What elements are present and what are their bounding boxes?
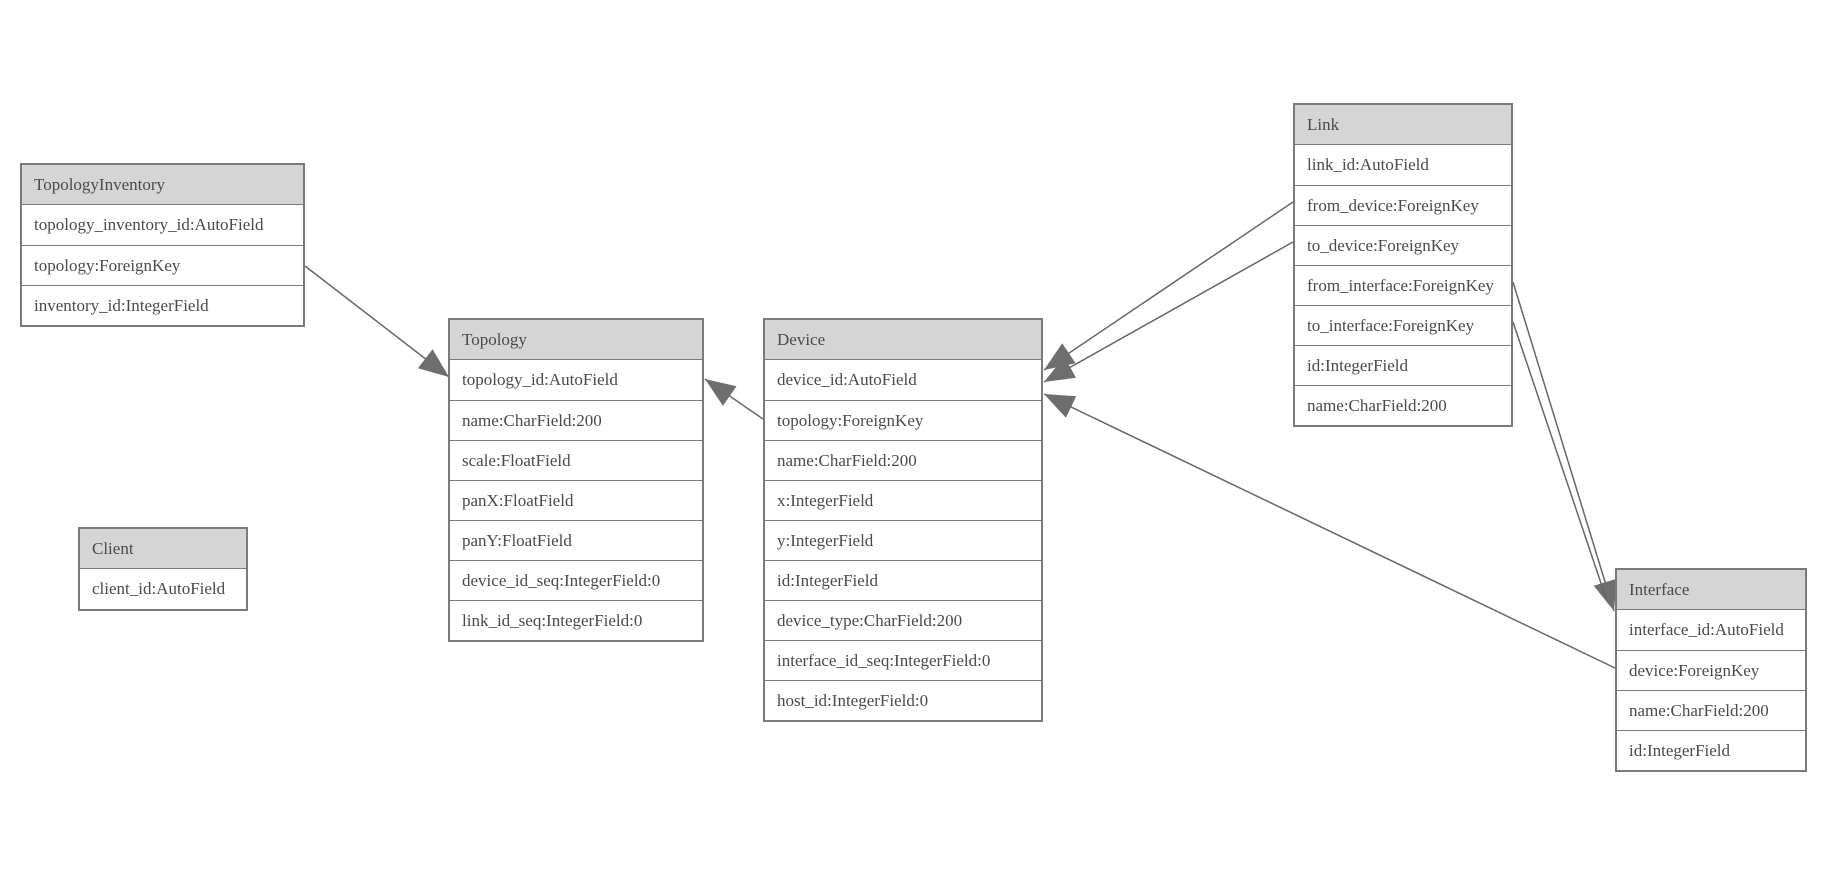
entity-field: client_id:AutoField [80, 569, 246, 609]
entity-field: inventory_id:IntegerField [22, 285, 303, 325]
entity-field: to_interface:ForeignKey [1295, 305, 1511, 345]
entity-field: link_id_seq:IntegerField:0 [450, 600, 702, 640]
entity-field: y:IntegerField [765, 520, 1041, 560]
entity-field: from_interface:ForeignKey [1295, 265, 1511, 305]
entity-field: id:IntegerField [1617, 730, 1805, 770]
entity-field: topology_id:AutoField [450, 360, 702, 400]
entity-title-client: Client [80, 529, 246, 569]
entity-field: device:ForeignKey [1617, 650, 1805, 690]
relation-Link.from_device-to-Device.device_id [1043, 201, 1294, 371]
entity-field: from_device:ForeignKey [1295, 185, 1511, 225]
entity-field: name:CharField:200 [1295, 385, 1511, 425]
entity-field: panX:FloatField [450, 480, 702, 520]
entity-field: host_id:IntegerField:0 [765, 680, 1041, 720]
entity-title-topologyinventory: TopologyInventory [22, 165, 303, 205]
entity-field: interface_id:AutoField [1617, 610, 1805, 650]
entity-field: id:IntegerField [765, 560, 1041, 600]
entity-field: panY:FloatField [450, 520, 702, 560]
entity-field: to_device:ForeignKey [1295, 225, 1511, 265]
entity-field: name:CharField:200 [450, 400, 702, 440]
entity-title-interface: Interface [1617, 570, 1805, 610]
entity-field: link_id:AutoField [1295, 145, 1511, 185]
entity-field: scale:FloatField [450, 440, 702, 480]
entity-field: device_type:CharField:200 [765, 600, 1041, 640]
entity-field: topology:ForeignKey [22, 245, 303, 285]
entity-field: x:IntegerField [765, 480, 1041, 520]
entity-field: device_id_seq:IntegerField:0 [450, 560, 702, 600]
entity-field: topology:ForeignKey [765, 400, 1041, 440]
relation-Link.from_interface-to-Interface.interface_id [1512, 281, 1615, 612]
arrowhead-Device.topology [705, 379, 737, 406]
arrowhead-TopologyInventory.topology [417, 349, 449, 377]
entity-title-link: Link [1295, 105, 1511, 145]
arrowhead-Interface.device [1044, 394, 1077, 418]
entity-field: device_id:AutoField [765, 360, 1041, 400]
relation-Link.to_interface-to-Interface.interface_id [1512, 321, 1608, 602]
entity-field: id:IntegerField [1295, 345, 1511, 385]
entity-title-topology: Topology [450, 320, 702, 360]
arrowhead-Link.to_device [1044, 356, 1076, 382]
entity-field: interface_id_seq:IntegerField:0 [765, 640, 1041, 680]
entity-field: name:CharField:200 [765, 440, 1041, 480]
relation-Link.to_device-to-Device.device_id [1043, 241, 1294, 383]
relation-Interface.device-to-Device.device_id [1043, 393, 1616, 669]
entity-field: topology_inventory_id:AutoField [22, 205, 303, 245]
entity-title-device: Device [765, 320, 1041, 360]
entity-field: name:CharField:200 [1617, 690, 1805, 730]
relation-TopologyInventory.topology-to-Topology.topology_id [304, 265, 450, 378]
